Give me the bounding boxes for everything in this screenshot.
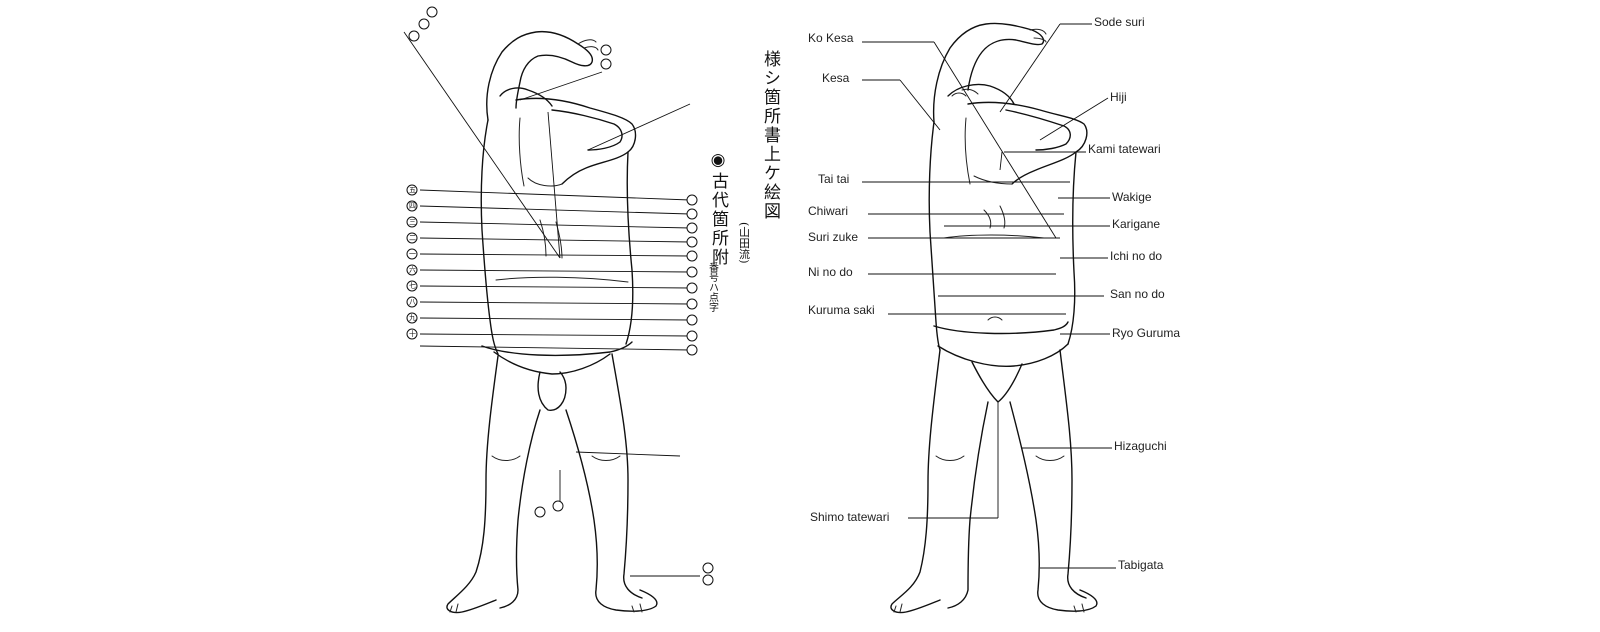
right-cut-lines <box>862 23 1116 569</box>
svg-text:三: 三 <box>409 218 416 226</box>
svg-text:五: 五 <box>409 186 416 194</box>
left-body-outline <box>446 30 658 614</box>
right-labels-right: Sode suri Hiji Kami tatewari Wakige Kari… <box>1088 15 1180 572</box>
label-sode-suri: Sode suri <box>1094 15 1145 29</box>
label-ryo-guruma: Ryo Guruma <box>1112 326 1180 340</box>
label-karigane: Karigane <box>1112 217 1160 231</box>
label-kesa: Kesa <box>822 71 850 85</box>
label-ni-no-do: Ni no do <box>808 265 853 279</box>
label-suri-zuke: Suri zuke <box>808 230 858 244</box>
left-vertical-subtitle: ◉古代箇所附 <box>708 150 729 267</box>
left-vertical-title: 様シ箇所書上ケ絵図 <box>760 50 781 221</box>
left-marker-column-right <box>408 6 714 586</box>
svg-text:七: 七 <box>409 281 416 290</box>
label-san-no-do: San no do <box>1110 287 1165 301</box>
svg-text:四: 四 <box>409 202 416 210</box>
svg-text:八: 八 <box>409 298 416 306</box>
svg-text:一: 一 <box>409 250 416 258</box>
left-school-name: (山田流) <box>738 222 751 264</box>
right-body-outline <box>890 22 1098 614</box>
label-tabigata: Tabigata <box>1118 558 1164 572</box>
svg-text:十: 十 <box>409 329 416 338</box>
label-hizaguchi: Hizaguchi <box>1114 439 1167 453</box>
label-chiwari: Chiwari <box>808 204 848 218</box>
left-marker-column-left: 五 四 三 二 一 六 七 八 九 十 <box>406 184 418 340</box>
svg-text:六: 六 <box>409 265 416 274</box>
left-cut-lines <box>403 31 700 577</box>
left-title-block: 様シ箇所書上ケ絵図 ◉古代箇所附 (山田流) 番号ハ点字 <box>707 50 781 312</box>
label-tai-tai: Tai tai <box>818 172 849 186</box>
right-labels-left: Ko Kesa Kesa Tai tai Chiwari Suri zuke N… <box>808 31 889 524</box>
label-kuruma-saki: Kuruma saki <box>808 303 875 317</box>
svg-text:九: 九 <box>409 313 416 322</box>
svg-text:二: 二 <box>409 234 416 242</box>
left-small-note: 番号ハ点字 <box>707 262 719 312</box>
label-hiji: Hiji <box>1110 90 1127 104</box>
label-wakige: Wakige <box>1112 190 1152 204</box>
label-ichi-no-do: Ichi no do <box>1110 249 1162 263</box>
label-kami-tatewari: Kami tatewari <box>1088 142 1161 156</box>
label-ko-kesa: Ko Kesa <box>808 31 854 45</box>
label-shimo-tatewari: Shimo tatewari <box>810 510 889 524</box>
